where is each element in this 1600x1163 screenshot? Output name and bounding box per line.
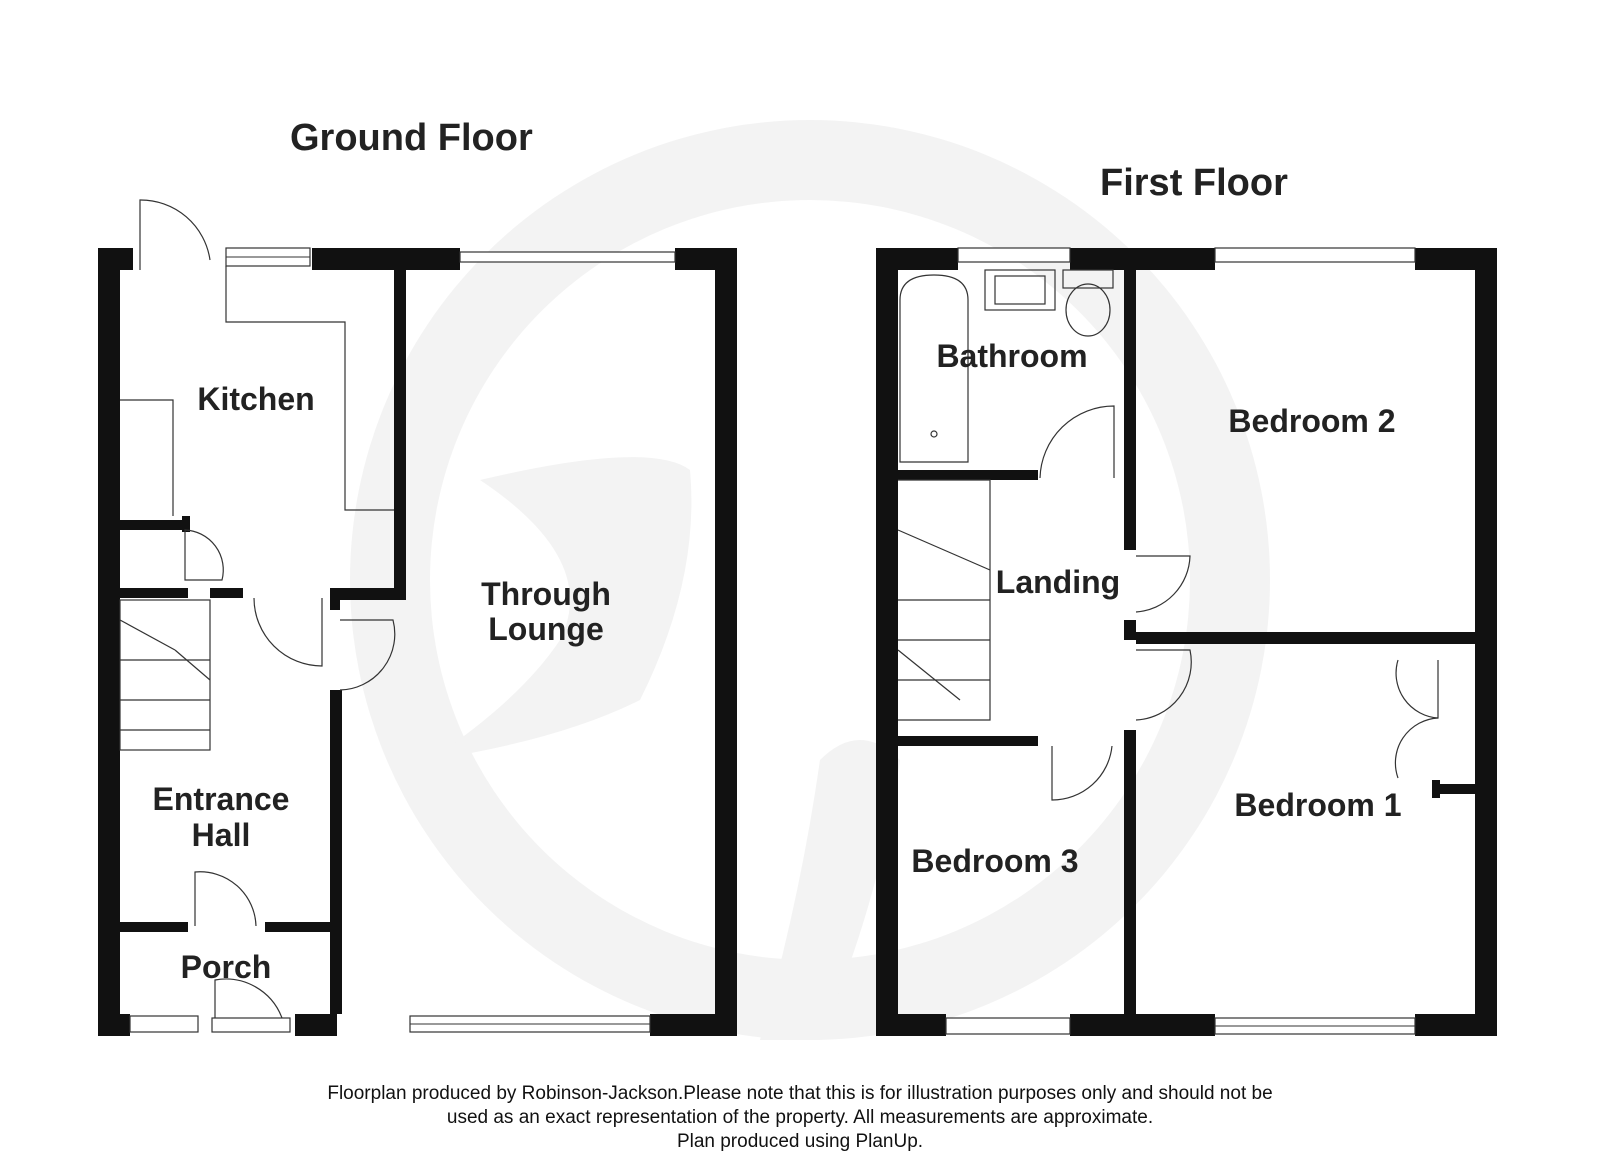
sink-icon	[984, 269, 1056, 311]
first-floor-title: First Floor	[1100, 162, 1288, 204]
room-label-kitchen: Kitchen	[197, 381, 314, 417]
ground-floor-title: Ground Floor	[290, 117, 533, 159]
staircase-icon	[897, 479, 991, 721]
room-label-porch: Porch	[181, 949, 272, 985]
staircase-icon	[119, 599, 211, 751]
room-label-bedroom-3: Bedroom 3	[911, 843, 1078, 879]
room-label-hall-line1: Entrance	[153, 781, 290, 817]
room-label-bedroom-2: Bedroom 2	[1228, 403, 1395, 439]
disclaimer-line-2: used as an exact representation of the p…	[446, 1107, 1154, 1128]
room-label-bathroom: Bathroom	[936, 338, 1087, 374]
toilet-icon	[1062, 269, 1114, 337]
ground-floor-walls	[98, 248, 737, 1036]
disclaimer-line-3: Plan produced using PlanUp.	[676, 1131, 924, 1152]
bath-icon	[899, 274, 969, 463]
first-floor-walls	[876, 248, 1497, 1036]
room-label-lounge-line1: Through	[481, 576, 611, 612]
disclaimer-footer: Floorplan produced by Robinson-Jackson.P…	[0, 1082, 1600, 1154]
room-label-hall-line2: Hall	[192, 817, 251, 853]
first-floor-fittings	[897, 247, 1439, 1035]
room-label-bedroom-1: Bedroom 1	[1234, 787, 1401, 823]
disclaimer-line-1: Floorplan produced by Robinson-Jackson.P…	[327, 1083, 1273, 1104]
ground-floor-fittings	[119, 199, 676, 1033]
watermark-logo	[350, 120, 1270, 1040]
room-label-landing: Landing	[996, 564, 1120, 600]
room-label-lounge-line2: Lounge	[488, 611, 604, 647]
